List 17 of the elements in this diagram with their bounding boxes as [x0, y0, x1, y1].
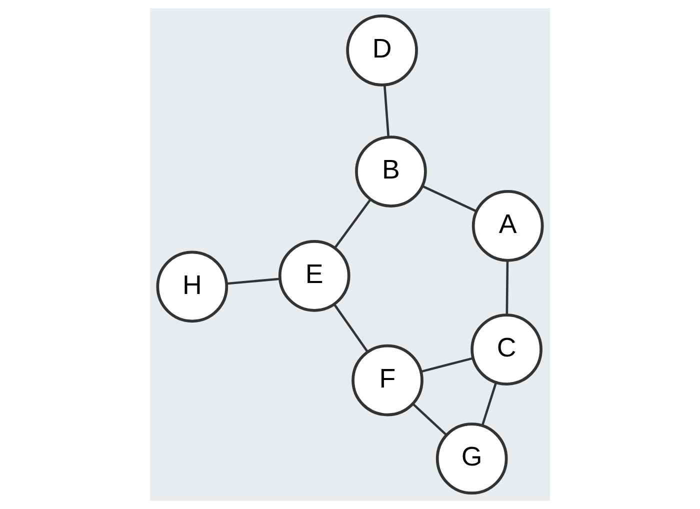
node-circle: H: [156, 250, 228, 323]
node-circle: E: [278, 240, 350, 312]
connector: [412, 403, 448, 436]
node-circle: D: [346, 14, 418, 86]
connector: [226, 278, 280, 285]
connector: [421, 357, 474, 373]
connector: [383, 85, 390, 138]
node-circle: F: [352, 344, 424, 416]
node-circle: G: [436, 422, 508, 495]
connector: [422, 185, 477, 212]
connector: [334, 198, 372, 249]
node-circle: C: [470, 314, 542, 386]
node-circle: A: [472, 190, 544, 262]
connector: [481, 382, 498, 426]
connector: [333, 304, 368, 352]
node-circle: B: [355, 136, 427, 208]
connector: [506, 260, 509, 315]
